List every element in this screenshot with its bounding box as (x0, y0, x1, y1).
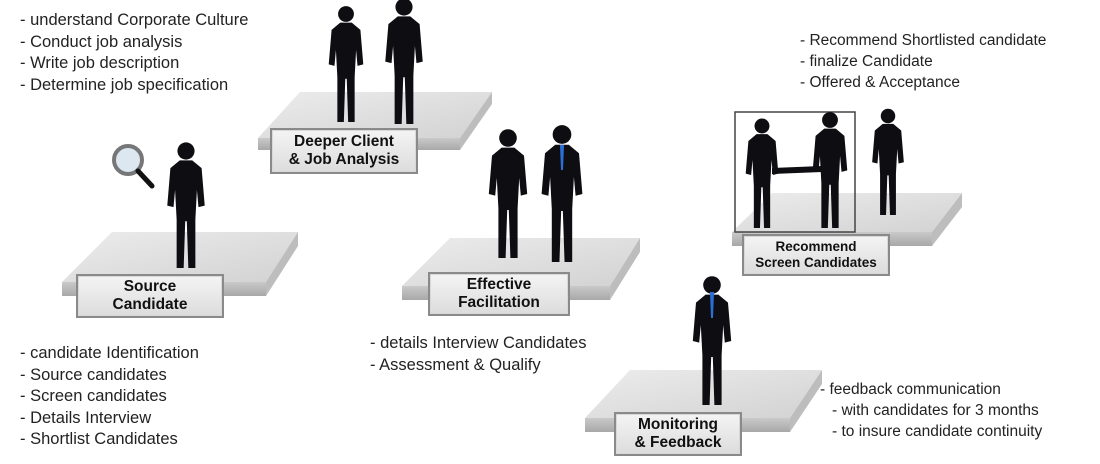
stage-label-line: Effective (466, 276, 532, 293)
notes-recommend: Recommend Shortlisted candidate finalize… (800, 30, 1046, 93)
stage-label-monitoring: Monitoring & Feedback (614, 412, 742, 456)
note-item: feedback communication (820, 379, 1042, 400)
note-item: candidate Identification (20, 343, 199, 365)
stage-label-line: Screen Candidates (755, 255, 877, 270)
stage-label-deeper: Deeper Client & Job Analysis (270, 128, 418, 174)
note-item: Determine job specification (20, 75, 248, 97)
stage-label-line: Source (123, 278, 177, 295)
note-item: details Interview Candidates (370, 333, 586, 355)
notes-deeper: understand Corporate Culture Conduct job… (20, 10, 248, 96)
stage-label-line: & Job Analysis (288, 151, 400, 168)
note-item: Screen candidates (20, 386, 199, 408)
stage-label-source: Source Candidate (76, 274, 224, 318)
notes-monitoring: feedback communication with candidates f… (820, 379, 1042, 442)
note-item: with candidates for 3 months (820, 400, 1042, 421)
stage-label-facilitation: Effective Facilitation (428, 272, 570, 316)
note-item: Shortlist Candidates (20, 429, 199, 451)
note-item: to insure candidate continuity (820, 421, 1042, 442)
note-item: Conduct job analysis (20, 32, 248, 54)
stage-label-line: Deeper Client (294, 133, 394, 150)
note-item: Source candidates (20, 365, 199, 387)
magnifier-icon (112, 144, 155, 189)
note-item: understand Corporate Culture (20, 10, 248, 32)
note-item: Details Interview (20, 408, 199, 430)
notes-facilitation: details Interview Candidates Assessment … (370, 333, 586, 376)
stage-label-line: Candidate (112, 296, 188, 313)
note-item: Write job description (20, 53, 248, 75)
stage-label-line: Monitoring (637, 416, 719, 433)
stage-label-line: Recommend (775, 239, 857, 254)
handshake-icon (745, 112, 848, 228)
stage-label-recommend: Recommend Screen Candidates (742, 234, 890, 276)
handshake-frame (734, 111, 856, 233)
stage-label-line: & Feedback (634, 434, 722, 451)
stage-label-line: Facilitation (458, 294, 540, 311)
note-item: Offered & Acceptance (800, 72, 1046, 93)
note-item: Assessment & Qualify (370, 355, 586, 377)
notes-source: candidate Identification Source candidat… (20, 343, 199, 451)
note-item: Recommend Shortlisted candidate (800, 30, 1046, 51)
note-item: finalize Candidate (800, 51, 1046, 72)
